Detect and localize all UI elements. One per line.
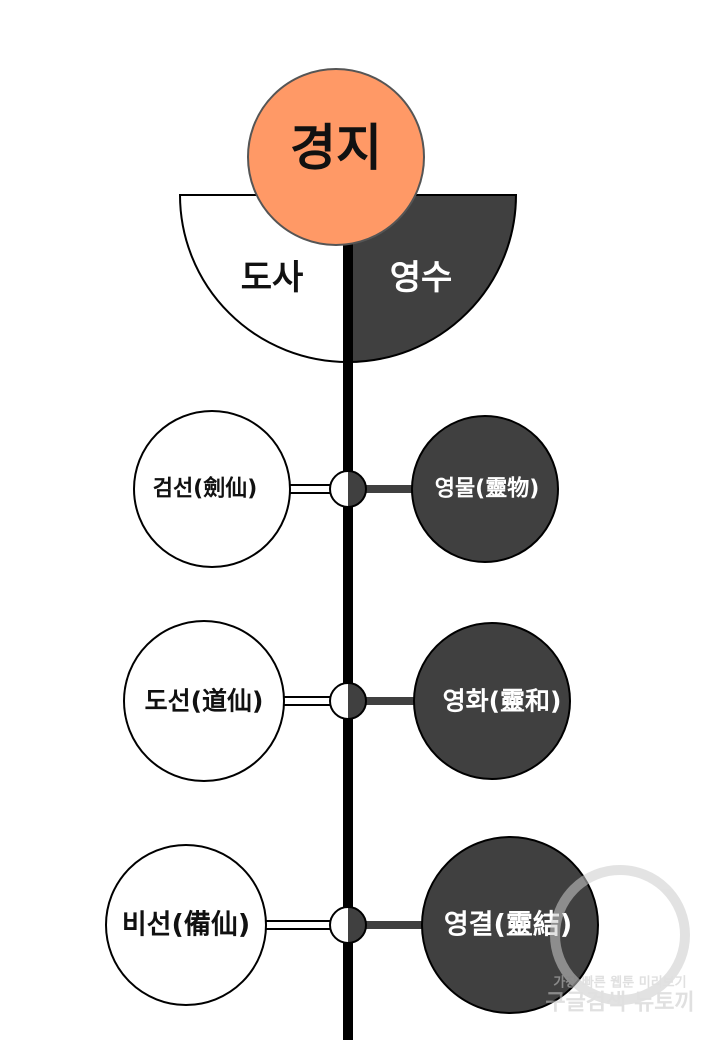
watermark: 가장 빠른 웹툰 미리보기 구글검색 뉴토끼	[545, 865, 695, 1016]
left-node-2	[123, 620, 285, 782]
right-node-1-label: 영물(靈物)	[435, 476, 540, 502]
title-text: 경지	[290, 119, 382, 177]
right-node-3	[421, 836, 599, 1014]
left-node-1-label: 검선(劍仙)	[153, 476, 258, 502]
junction-1	[329, 470, 367, 508]
branch-right-label: 영수	[390, 258, 453, 298]
row-1: 검선(劍仙) 영물(靈物)	[133, 410, 559, 568]
watermark-line2: 구글검색 뉴토끼	[545, 991, 694, 1016]
left-node-2-label: 도선(道仙)	[145, 687, 264, 716]
vertical-spine	[343, 195, 353, 1040]
row-2: 도선(道仙) 영화(靈和)	[123, 620, 571, 782]
right-node-2	[413, 622, 571, 780]
title-circle	[247, 68, 425, 246]
yeongsu-branch-shape	[347, 194, 518, 364]
junction-2	[329, 682, 367, 720]
left-node-3	[105, 844, 267, 1006]
left-node-3-label: 비선(備仙)	[122, 909, 250, 941]
junction-3	[329, 906, 367, 944]
branch-left-label: 도사	[241, 258, 304, 298]
right-node-2-label: 영화(靈和)	[443, 687, 562, 716]
watermark-line1: 가장 빠른 웹툰 미리보기	[553, 975, 686, 991]
right-node-1	[411, 415, 559, 563]
row-3: 비선(備仙) 영결(靈結)	[105, 836, 599, 1014]
left-node-1	[133, 410, 291, 568]
